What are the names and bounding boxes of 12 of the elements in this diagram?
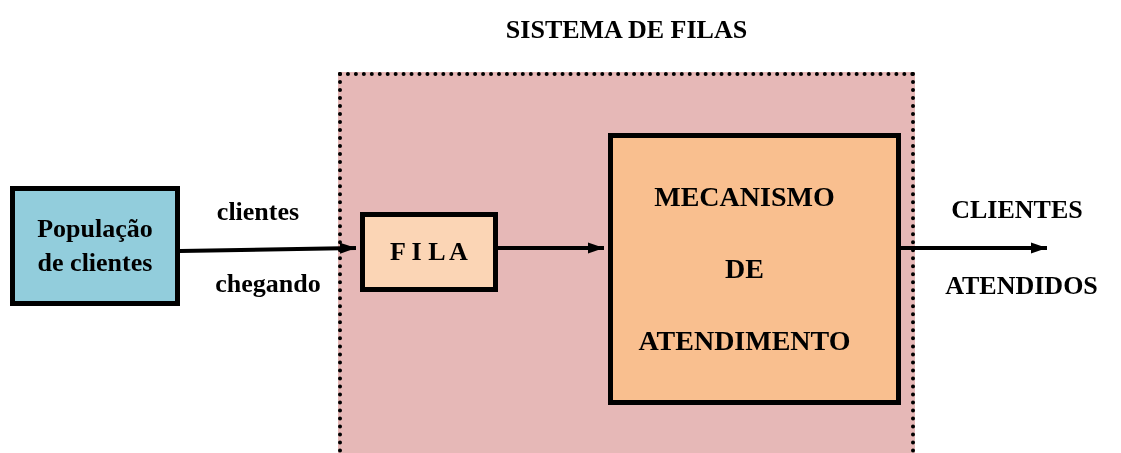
box-label: F I L A: [389, 235, 469, 268]
process-box: [360, 212, 498, 292]
flow-label: chegando: [214, 268, 322, 300]
process-box: [608, 133, 901, 405]
box-label: População de clientes: [36, 212, 154, 279]
arrow: [179, 242, 357, 254]
flow-label: clientes: [215, 196, 301, 228]
box-label: MECANISMO DE ATENDIMENTO: [637, 180, 852, 358]
process-box: [10, 186, 180, 306]
flow-label: ATENDIDOS: [944, 270, 1099, 302]
band-heading: SISTEMA DE FILAS: [504, 14, 749, 46]
flow-label: CLIENTES: [950, 194, 1084, 226]
